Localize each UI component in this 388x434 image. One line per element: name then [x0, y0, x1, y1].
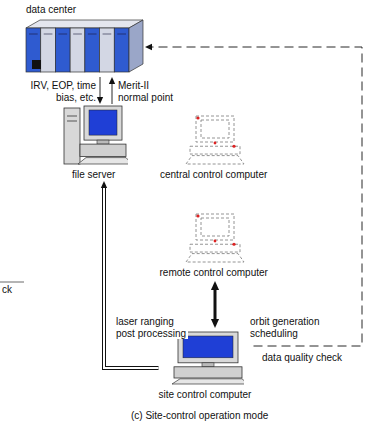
computer-icon	[62, 104, 128, 166]
remote-computer-node: remote control computer	[160, 212, 271, 279]
computer-icon	[182, 114, 248, 166]
file-server-node: file server	[62, 104, 128, 181]
node-label: data center	[26, 4, 76, 16]
node-label: remote control computer	[160, 267, 268, 279]
site-computer-node: site control computer	[159, 330, 254, 401]
computer-icon	[20, 18, 145, 76]
node-label: site control computer	[159, 389, 252, 401]
figure-caption: (c) Site-control operation mode	[131, 410, 268, 422]
process-note: laser ranging post processing	[116, 316, 188, 339]
connector	[97, 77, 103, 104]
central-computer-node: central control computer	[160, 114, 270, 181]
connector	[211, 281, 219, 328]
connector	[101, 181, 159, 368]
process-note: data quality check	[262, 352, 342, 364]
panel-edge-line	[0, 282, 24, 283]
edge-label: Merit-II normal point	[118, 80, 182, 103]
clipped-text: ck	[2, 284, 12, 296]
data-center-node: data center	[20, 4, 145, 77]
node-label: file server	[72, 169, 115, 181]
node-label: central control computer	[160, 169, 267, 181]
connector	[109, 77, 115, 104]
process-note: orbit generation scheduling	[250, 316, 322, 339]
computer-icon	[182, 212, 248, 264]
edge-label: IRV, EOP, time bias, etc.	[24, 80, 96, 103]
